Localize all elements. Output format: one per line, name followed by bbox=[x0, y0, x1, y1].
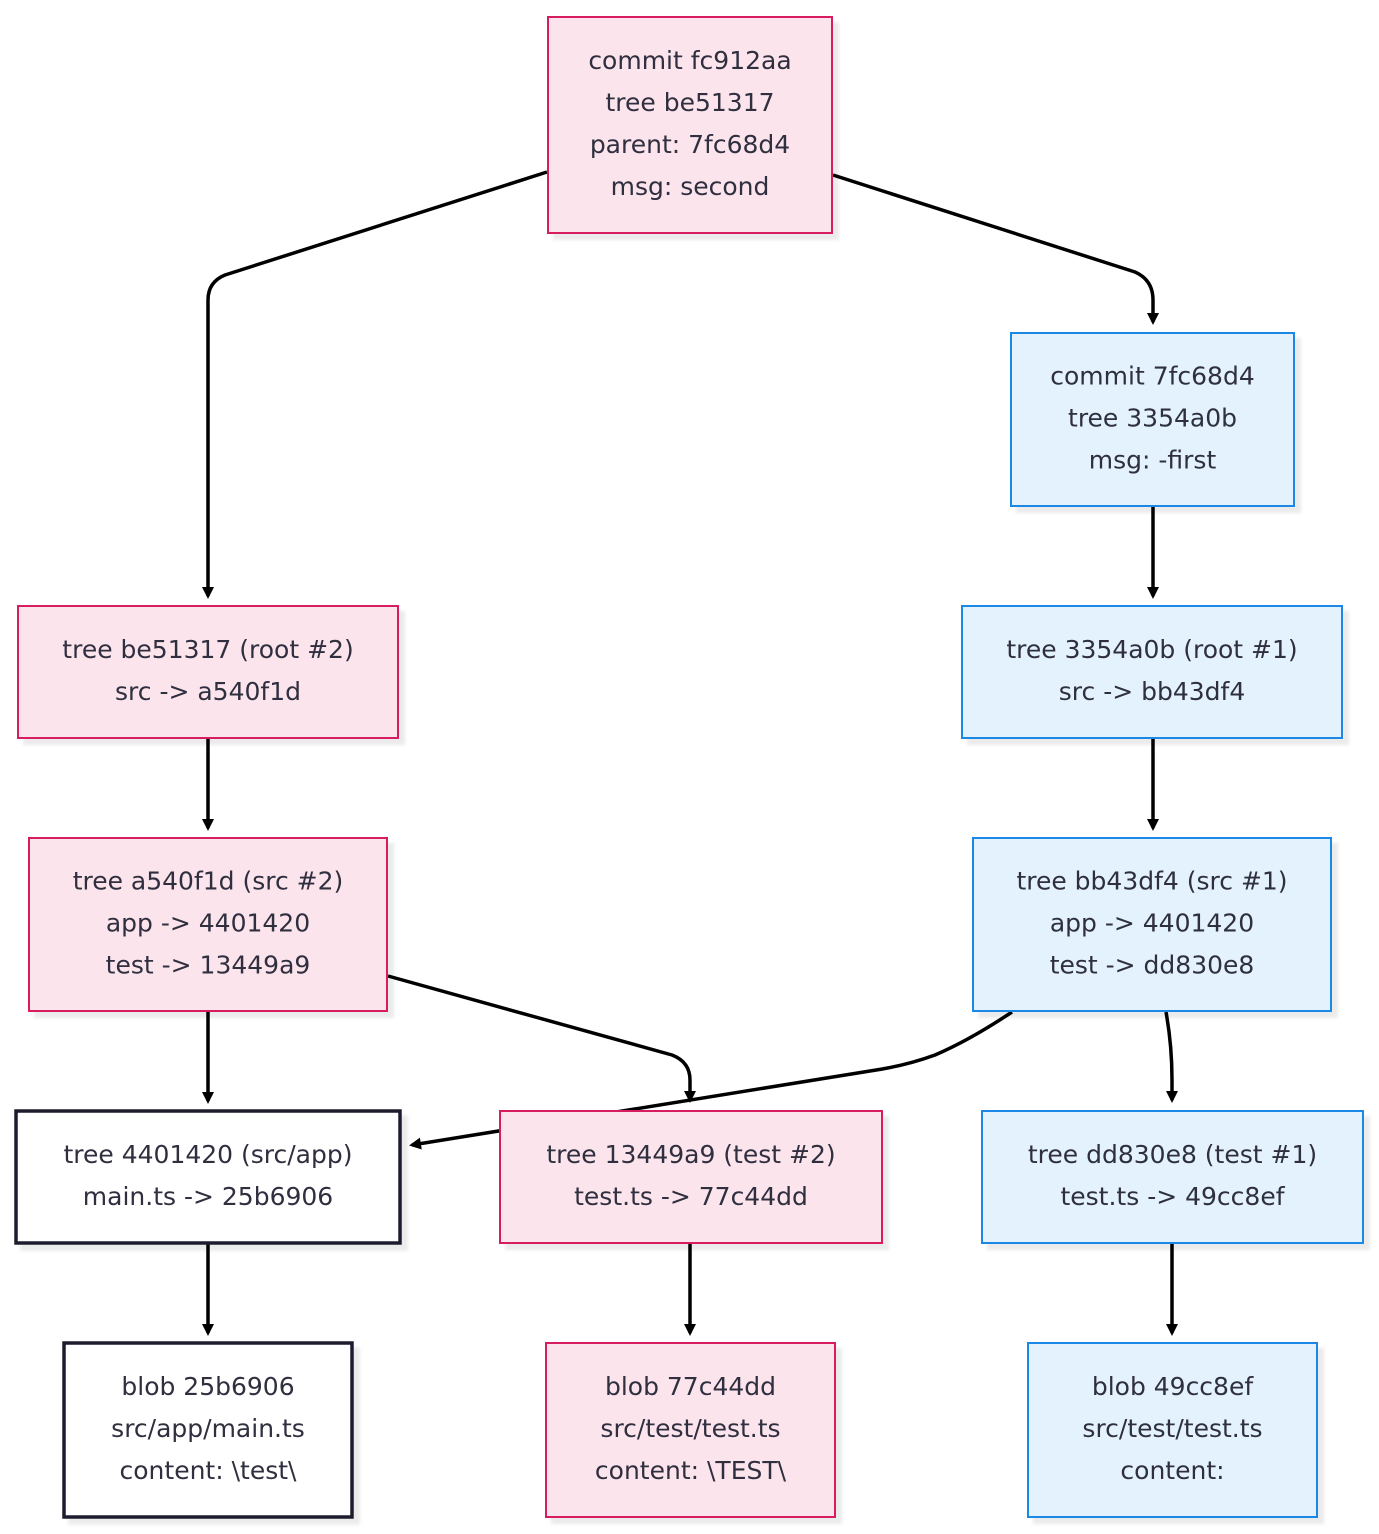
node-line: src/app/main.ts bbox=[111, 1414, 305, 1443]
node-line: main.ts -> 25b6906 bbox=[83, 1182, 333, 1211]
node-tree-bb43df4: tree bb43df4 (src #1) app -> 4401420 test … bbox=[972, 837, 1332, 1012]
node-line: content: \test\ bbox=[120, 1456, 298, 1485]
node-line: content: \TEST\ bbox=[595, 1456, 787, 1485]
node-box bbox=[28, 837, 388, 1012]
node-line: tree bb43df4 (src #1) bbox=[1016, 867, 1287, 896]
edge-tree-a540f1d-to-tree-13449a9 bbox=[387, 974, 696, 1103]
node-line: test -> dd830e8 bbox=[1050, 951, 1255, 980]
node-box bbox=[62, 1341, 354, 1519]
node-line: content: bbox=[1120, 1456, 1224, 1485]
edge-tree-bb43df4-to-tree-4401420 bbox=[409, 1010, 1013, 1150]
node-line: tree be51317 (root #2) bbox=[62, 635, 353, 664]
edge-commit-fc912aa-to-commit-7fc68d4 bbox=[832, 173, 1159, 325]
node-box bbox=[981, 1110, 1364, 1244]
node-line: tree be51317 bbox=[605, 88, 774, 117]
node-box bbox=[972, 837, 1332, 1012]
node-line: msg: -first bbox=[1089, 446, 1217, 475]
node-commit-fc912aa: commit fc912aa tree be51317 parent: 7fc68d… bbox=[547, 16, 833, 234]
node-tree-dd830e8: tree dd830e8 (test #1) test.ts -> 49cc8ef bbox=[981, 1110, 1364, 1244]
node-line: msg: second bbox=[611, 172, 770, 201]
node-line: src -> a540f1d bbox=[115, 677, 301, 706]
edge-commit-fc912aa-to-tree-be51317 bbox=[202, 170, 548, 599]
edge-tree-bb43df4-to-tree-dd830e8 bbox=[1164, 1011, 1178, 1103]
node-box bbox=[1027, 1342, 1318, 1518]
node-line: test -> 13449a9 bbox=[106, 951, 311, 980]
node-box bbox=[547, 16, 833, 234]
node-line: tree 3354a0b bbox=[1068, 404, 1237, 433]
node-line: parent: 7fc68d4 bbox=[590, 130, 790, 159]
node-line: commit fc912aa bbox=[588, 46, 791, 75]
node-line: test.ts -> 77c44dd bbox=[574, 1182, 808, 1211]
node-line: app -> 4401420 bbox=[1050, 909, 1254, 938]
node-line: blob 77c44dd bbox=[605, 1372, 776, 1401]
node-box bbox=[961, 605, 1343, 739]
node-line: tree a540f1d (src #2) bbox=[73, 867, 344, 896]
node-tree-4401420: tree 4401420 (src/app) main.ts -> 25b6906 bbox=[14, 1109, 402, 1245]
node-line: tree 4401420 (src/app) bbox=[63, 1140, 352, 1169]
node-blob-25b6906: blob 25b6906 src/app/main.ts content: \tes… bbox=[62, 1341, 354, 1519]
node-commit-7fc68d4: commit 7fc68d4 tree 3354a0b msg: -first bbox=[1010, 332, 1295, 507]
node-line: src -> bb43df4 bbox=[1059, 677, 1246, 706]
node-tree-a540f1d: tree a540f1d (src #2) app -> 4401420 test … bbox=[28, 837, 388, 1012]
node-box bbox=[1010, 332, 1295, 507]
node-line: app -> 4401420 bbox=[106, 909, 310, 938]
node-line: src/test/test.ts bbox=[600, 1414, 780, 1443]
node-line: test.ts -> 49cc8ef bbox=[1060, 1182, 1285, 1211]
node-box bbox=[545, 1342, 836, 1518]
node-tree-3354a0b: tree 3354a0b (root #1) src -> bb43df4 bbox=[961, 605, 1343, 739]
node-line: tree 13449a9 (test #2) bbox=[546, 1140, 835, 1169]
node-box bbox=[17, 605, 399, 739]
node-tree-be51317: tree be51317 (root #2) src -> a540f1d bbox=[17, 605, 399, 739]
node-blob-49cc8ef: blob 49cc8ef src/test/test.ts content: bbox=[1027, 1342, 1318, 1518]
node-tree-13449a9: tree 13449a9 (test #2) test.ts -> 77c44dd bbox=[499, 1110, 883, 1244]
node-line: src/test/test.ts bbox=[1082, 1414, 1262, 1443]
node-box bbox=[14, 1109, 402, 1245]
node-line: commit 7fc68d4 bbox=[1050, 362, 1254, 391]
node-line: blob 25b6906 bbox=[121, 1372, 294, 1401]
node-line: tree 3354a0b (root #1) bbox=[1006, 635, 1297, 664]
node-box bbox=[499, 1110, 883, 1244]
node-line: tree dd830e8 (test #1) bbox=[1028, 1140, 1317, 1169]
node-line: blob 49cc8ef bbox=[1092, 1372, 1255, 1401]
node-blob-77c44dd: blob 77c44dd src/test/test.ts content: \TE… bbox=[545, 1342, 836, 1518]
